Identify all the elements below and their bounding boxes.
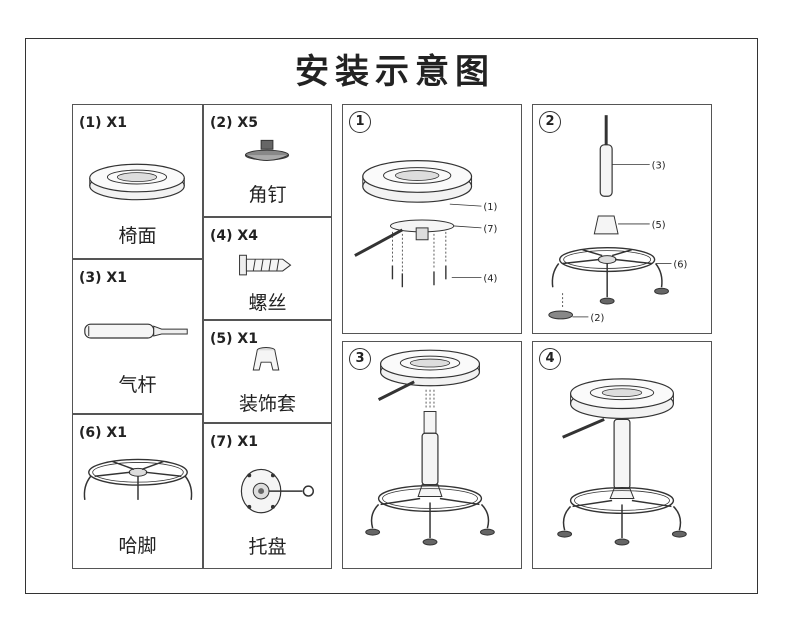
part-name: 螺丝 [248, 292, 287, 314]
base-illustration [83, 458, 193, 500]
step-2-illustration: (3) (5) (6) (2) [548, 115, 687, 324]
part-qty: (5) X1 [210, 331, 258, 347]
callout-label: (6) [673, 259, 687, 270]
part-name: 角钉 [248, 184, 287, 206]
step-number: 3 [349, 348, 371, 370]
part-cell-base: (6) X1 哈脚 [72, 414, 203, 569]
step-number: 1 [349, 111, 371, 133]
part-cell-screw: (4) X4 螺丝 [203, 217, 332, 320]
part-cell-sleeve: (5) X1 装饰套 [203, 320, 332, 423]
part-qty: (2) X5 [210, 115, 258, 131]
callout-label: (1) [483, 202, 497, 213]
seat-illustration [89, 163, 185, 201]
part-cell-gas-lift: (3) X1 气杆 [72, 259, 203, 414]
step-panel-3: 3 [342, 341, 522, 569]
callout-label: (2) [590, 313, 604, 324]
part-name: 托盘 [248, 536, 287, 558]
nail-illustration [244, 139, 290, 161]
step-3-illustration [365, 349, 495, 546]
step-panel-1: 1 (1) (7) (4) [342, 104, 522, 334]
sleeve-illustration [252, 346, 280, 371]
part-cell-tray: (7) X1 托盘 [203, 423, 332, 569]
part-name: 装饰套 [238, 393, 296, 415]
step-1-illustration: (1) (7) (4) [354, 160, 497, 288]
step-panel-4: 4 [532, 341, 712, 569]
step-number: 2 [539, 111, 561, 133]
gas-lift-illustration [84, 323, 188, 339]
diagram-frame [25, 38, 758, 594]
part-cell-seat: (1) X1 椅面 [72, 104, 203, 259]
part-cell-nail: (2) X5 角钉 [203, 104, 332, 217]
step-4-illustration [557, 378, 687, 546]
callout-label: (3) [652, 161, 666, 172]
step-number: 4 [539, 348, 561, 370]
part-qty: (6) X1 [79, 425, 127, 441]
callout-label: (7) [483, 224, 497, 235]
part-qty: (7) X1 [210, 434, 258, 450]
part-qty: (3) X1 [79, 270, 127, 286]
step-panel-2: 2 (3) (5) (6) (2) [532, 104, 712, 334]
part-name: 椅面 [118, 225, 157, 247]
screw-illustration [239, 254, 292, 276]
diagram-title: 安装示意图 [295, 52, 495, 92]
part-name: 气杆 [118, 374, 157, 396]
part-name: 哈脚 [118, 535, 157, 557]
part-qty: (1) X1 [79, 115, 127, 131]
tray-illustration [240, 468, 315, 514]
callout-label: (5) [652, 220, 666, 231]
part-qty: (4) X4 [210, 228, 258, 244]
callout-label: (4) [483, 273, 497, 284]
